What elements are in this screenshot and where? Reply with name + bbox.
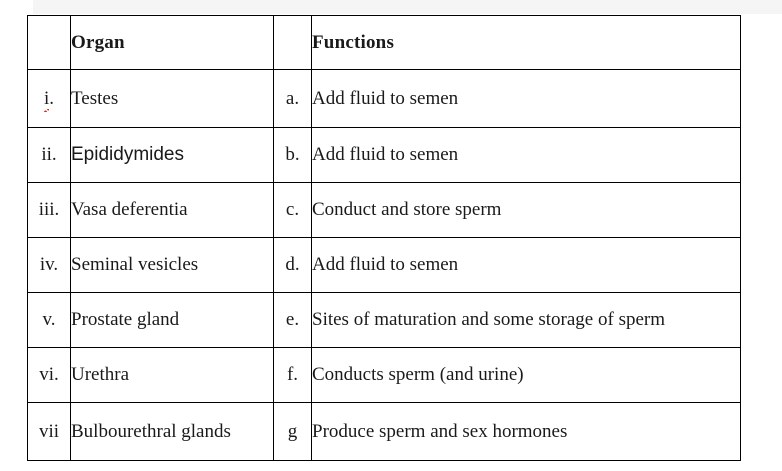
row-function-cell: Add fluid to semen xyxy=(311,237,741,293)
header-functions-cell: Functions xyxy=(311,15,741,70)
row-organ-cell: Vasa deferentia xyxy=(70,182,274,238)
row-letter-cell: a. xyxy=(273,69,312,128)
row-letter-cell: f. xyxy=(273,347,312,403)
row-letter-cell: c. xyxy=(273,182,312,238)
table-row: iv. Seminal vesicles d. Add fluid to sem… xyxy=(27,237,741,293)
row-organ-cell: Seminal vesicles xyxy=(70,237,274,293)
header-organ-cell: Organ xyxy=(70,15,274,70)
row-letter-cell: d. xyxy=(273,237,312,293)
top-gray-band xyxy=(33,0,782,14)
row-numeral-cell: i. xyxy=(27,69,71,128)
organ-function-matching-table: Organ Functions i. Testes a. Add fluid t… xyxy=(27,15,741,461)
row-letter-cell: b. xyxy=(273,127,312,183)
table-row: ii. Epididymides b. Add fluid to semen xyxy=(27,127,741,183)
row-function-cell: Conduct and store sperm xyxy=(311,182,741,238)
row-letter-cell: g xyxy=(273,402,312,461)
row-organ-cell: Testes xyxy=(70,69,274,128)
table-row: v. Prostate gland e. Sites of maturation… xyxy=(27,292,741,348)
row-function-cell: Sites of maturation and some storage of … xyxy=(311,292,741,348)
table-row: iii. Vasa deferentia c. Conduct and stor… xyxy=(27,182,741,238)
row-function-cell: Add fluid to semen xyxy=(311,69,741,128)
table-row: vii Bulbourethral glands g Produce sperm… xyxy=(27,402,741,461)
row-function-cell: Add fluid to semen xyxy=(311,127,741,183)
row-numeral-cell: iii. xyxy=(27,182,71,238)
row-letter-cell: e. xyxy=(273,292,312,348)
row-numeral-cell: iv. xyxy=(27,237,71,293)
row-organ-cell: Urethra xyxy=(70,347,274,403)
table-header-row: Organ Functions xyxy=(27,15,741,70)
row-numeral-cell: vii xyxy=(27,402,71,461)
row-organ-cell: Epididymides xyxy=(70,127,274,183)
row-numeral-cell: vi. xyxy=(27,347,71,403)
row-numeral-cell: ii. xyxy=(27,127,71,183)
header-numeral-cell xyxy=(27,15,71,70)
header-letter-cell xyxy=(273,15,312,70)
table-row: i. Testes a. Add fluid to semen xyxy=(27,69,741,128)
numeral-text-i: i. xyxy=(43,87,55,113)
row-organ-cell: Prostate gland xyxy=(70,292,274,348)
row-function-cell: Produce sperm and sex hormones xyxy=(311,402,741,461)
row-organ-cell: Bulbourethral glands xyxy=(70,402,274,461)
row-numeral-cell: v. xyxy=(27,292,71,348)
table-row: vi. Urethra f. Conducts sperm (and urine… xyxy=(27,347,741,403)
row-function-cell: Conducts sperm (and urine) xyxy=(311,347,741,403)
